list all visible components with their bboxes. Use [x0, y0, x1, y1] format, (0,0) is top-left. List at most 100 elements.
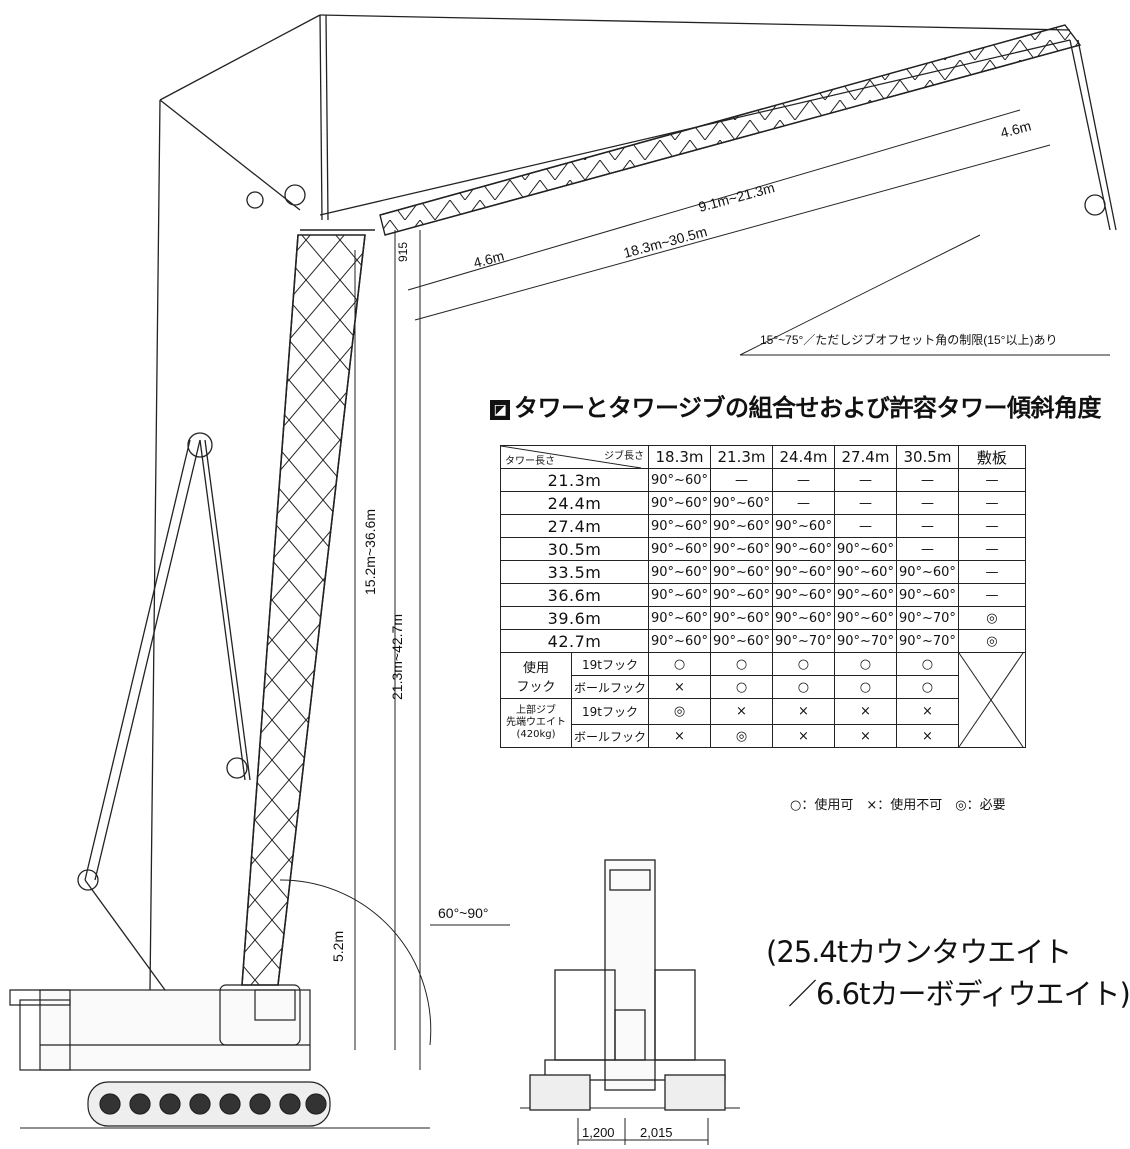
- table-cell: 90°~60°: [648, 514, 711, 538]
- table-cell: 90°~60°: [771, 606, 835, 630]
- counterweight-note: (25.4tカウンタウエイト ／6.6tカーボディウエイト): [766, 931, 1130, 1015]
- table-cell: —: [833, 514, 897, 538]
- header-cell: 30.5m: [895, 445, 959, 469]
- hook-group-label: 使用フック: [500, 652, 572, 699]
- table-cell: 90°~70°: [833, 629, 897, 653]
- dim-tower-inner: 15.2m~36.6m: [362, 509, 378, 595]
- header-cell: 21.3m: [710, 445, 773, 469]
- table-cell: ×: [895, 698, 959, 725]
- weight-group-label-2: 先端ウエイト: [506, 717, 566, 728]
- table-cell: —: [710, 468, 773, 492]
- table-cell: 90°~60°: [710, 629, 773, 653]
- table-cell: 90°~60°: [833, 583, 897, 607]
- table-cell: —: [957, 560, 1026, 584]
- note-line-1: (25.4tカウンタウエイト: [766, 935, 1072, 969]
- row-label: 42.7m: [499, 629, 650, 653]
- table-cell: 90°~60°: [648, 537, 711, 561]
- table-cell: —: [957, 537, 1026, 561]
- table-row: 39.6m 90°~60° 90°~60° 90°~60° 90°~60° 90…: [499, 606, 1026, 630]
- table-cell: 90°~60°: [648, 491, 711, 515]
- hook-group-label-1: 使用: [522, 660, 549, 676]
- header-cell: 18.3m: [648, 445, 711, 469]
- table-cell: 90°~60°: [895, 583, 959, 607]
- table-cell: 90°~60°: [833, 560, 897, 584]
- table-cell: 90°~70°: [895, 629, 959, 653]
- corner-label-jib: ジブ長さ: [604, 451, 645, 462]
- dim-jib-lower: 4.6m: [472, 247, 506, 271]
- dim-tower-angle: 60°~90°: [438, 905, 489, 921]
- table-cell: ×: [648, 675, 711, 699]
- table-cell: 90°~70°: [771, 629, 835, 653]
- table-cell: ○: [771, 675, 835, 699]
- dim-track-left: 1,200: [582, 1125, 615, 1140]
- table-cell: —: [957, 491, 1026, 515]
- table-row: 21.3m 90°~60° — — — — —: [499, 468, 1026, 492]
- table-cell: 90°~60°: [710, 491, 773, 515]
- table-row: ボールフック × ◎ × × ×: [501, 724, 1026, 748]
- weight-group-label-1: 上部ジブ: [516, 705, 556, 716]
- table-cell: —: [895, 491, 959, 515]
- header-cell: 24.4m: [771, 445, 835, 469]
- table-cell: 90°~70°: [895, 606, 959, 630]
- tower-jib-lattice: [379, 24, 1082, 236]
- table-cell: —: [833, 468, 897, 492]
- row-label: 33.5m: [499, 560, 650, 584]
- table-cell: 90°~60°: [648, 606, 711, 630]
- dim-track-right: 2,015: [640, 1125, 673, 1140]
- row-label: 19tフック: [570, 698, 650, 725]
- table-cell: ○: [710, 652, 773, 676]
- tower-jib-table: ジブ長さ タワー長さ 18.3m 21.3m 24.4m 27.4m 30.5m…: [499, 445, 1026, 748]
- dim-jib-offset: 915: [396, 242, 410, 262]
- corner-diagonal: [500, 445, 642, 469]
- cross-mark: [958, 652, 1024, 748]
- table-cell: —: [833, 491, 897, 515]
- table-cell: 90°~60°: [771, 583, 835, 607]
- table-cell: ◎: [957, 629, 1026, 653]
- table-title: ◪タワーとタワージブの組合せおよび許容タワー傾斜角度: [490, 388, 1102, 423]
- table-row: 33.5m 90°~60° 90°~60° 90°~60° 90°~60° 90…: [499, 560, 1026, 584]
- table-cell: ○: [895, 675, 959, 699]
- table-legend: ○：使用可 ×：使用不可 ◎：必要: [790, 798, 1006, 813]
- table-cell: 90°~60°: [771, 537, 835, 561]
- table-cell: 90°~60°: [648, 560, 711, 584]
- table-cell: ◎: [648, 698, 711, 725]
- table-row: ボールフック × ○ ○ ○ ○: [501, 675, 1026, 699]
- crawler-side-view: [9, 984, 331, 1127]
- table-row: 30.5m 90°~60° 90°~60° 90°~60° 90°~60° — …: [499, 537, 1026, 561]
- table-cell: 90°~60°: [648, 583, 711, 607]
- table-cell: 90°~60°: [833, 606, 897, 630]
- table-cell: ○: [895, 652, 959, 676]
- table-title-text: タワーとタワージブの組合せおよび許容タワー傾斜角度: [514, 394, 1102, 422]
- table-row: 27.4m 90°~60° 90°~60° 90°~60° — — —: [499, 514, 1026, 538]
- table-row: 24.4m 90°~60° 90°~60° — — — —: [499, 491, 1026, 515]
- table-cell: —: [771, 468, 835, 492]
- table-cell: ○: [833, 675, 897, 699]
- dim-tower-outer: 21.3m~42.7m: [389, 614, 405, 700]
- row-label: 21.3m: [499, 468, 650, 492]
- table-cell: 90°~60°: [710, 560, 773, 584]
- note-line-2: ／6.6tカーボディウエイト): [788, 977, 1130, 1011]
- tower-lattice: [241, 229, 375, 986]
- dim-offset-angle-note: 15°~75°／ただしジブオフセット角の制限(15°以上)あり: [760, 332, 1057, 347]
- table-cell: —: [895, 537, 959, 561]
- row-label: 19tフック: [570, 652, 650, 676]
- table-cell: 90°~60°: [710, 583, 773, 607]
- table-cell: —: [895, 468, 959, 492]
- corner-label-tower: タワー長さ: [505, 456, 555, 467]
- header-cell: 27.4m: [833, 445, 897, 469]
- table-row: 42.7m 90°~60° 90°~60° 90°~70° 90°~70° 90…: [499, 629, 1026, 653]
- weight-group-label-3: (420kg): [516, 729, 556, 740]
- dim-jib-upper: 4.6m: [999, 117, 1033, 141]
- table-cell: ○: [648, 652, 711, 676]
- table-cell: 90°~60°: [771, 514, 835, 538]
- mast-and-pendants: [149, 14, 1117, 991]
- table-cell: ×: [771, 698, 835, 725]
- table-cell: ×: [895, 724, 959, 748]
- table-corner: ジブ長さ タワー長さ: [499, 445, 650, 469]
- table-cell: —: [957, 514, 1026, 538]
- crawler-front-view: [529, 859, 726, 1111]
- table-cell: 90°~60°: [710, 537, 773, 561]
- back-strut: [77, 432, 251, 991]
- dim-jib-total: 18.3m~30.5m: [622, 223, 709, 261]
- table-cell: ×: [771, 724, 835, 748]
